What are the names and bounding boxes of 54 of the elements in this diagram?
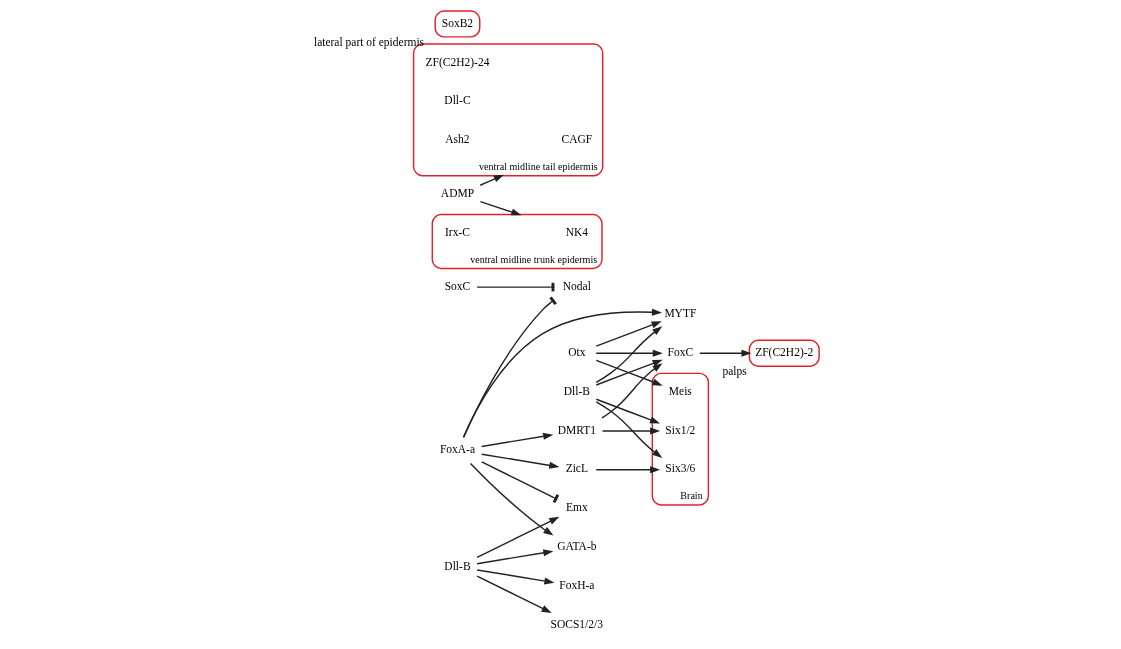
arrow — [480, 453, 559, 469]
arrow — [462, 308, 662, 439]
node-box: SoxB2 — [433, 10, 480, 38]
arrow — [475, 516, 559, 559]
node-text: ZF(C2H2)-24 — [425, 55, 489, 68]
node-text: NK4 — [565, 225, 588, 238]
arrow — [475, 569, 554, 585]
arrow — [469, 462, 553, 536]
node-text: Six3/6 — [664, 462, 695, 475]
node-text: FoxH-a — [558, 578, 594, 591]
arrow — [595, 349, 663, 357]
node-text: Meis — [668, 384, 692, 397]
arrow — [698, 349, 751, 357]
arrow — [595, 401, 662, 459]
node-box: ZF(C2H2)-2 — [748, 339, 820, 367]
node-text: Irx-C — [444, 225, 470, 238]
node-text: Six1/2 — [664, 423, 695, 436]
node-text: MYTF — [663, 307, 696, 320]
arrow — [478, 174, 504, 186]
arrow — [600, 363, 662, 419]
node-text: Dll-B — [443, 559, 471, 572]
node-text: ADMP — [440, 187, 474, 200]
node-text: Ash2 — [444, 133, 470, 146]
node-text: Otx — [567, 345, 585, 358]
node-text: Emx — [565, 501, 588, 514]
node-text: SOCS1/2/3 — [550, 617, 603, 630]
node-text: SoxC — [444, 279, 470, 292]
node-text: CAGF — [560, 133, 592, 146]
node-text: DMRT1 — [557, 423, 596, 436]
node-text: FoxC — [667, 345, 693, 358]
arrow — [601, 427, 660, 435]
node-text: ZicL — [565, 462, 588, 475]
cluster — [431, 213, 603, 270]
node-text: Dll-C — [443, 94, 471, 107]
arrow — [479, 200, 521, 216]
node-label: Brain — [679, 490, 703, 502]
arrow — [595, 321, 662, 347]
arrow — [595, 326, 662, 384]
arrow — [595, 398, 660, 424]
arrow — [475, 549, 553, 565]
node-text: Dll-B — [563, 384, 590, 397]
node-label: lateral part of epidermis — [313, 36, 424, 49]
connector — [480, 461, 559, 504]
node-label: palps — [722, 365, 747, 378]
arrow — [480, 432, 553, 448]
node-text: FoxA-a — [439, 443, 475, 456]
connector — [462, 296, 557, 439]
arrow — [595, 466, 660, 474]
node-label: ventral midline tail epidermis — [478, 161, 598, 173]
node-text: GATA-b — [556, 540, 596, 553]
node-text: Nodal — [562, 279, 591, 292]
arrow — [595, 359, 663, 386]
node-label: ventral midline trunk epidermis — [469, 253, 597, 265]
arrow — [475, 575, 552, 613]
